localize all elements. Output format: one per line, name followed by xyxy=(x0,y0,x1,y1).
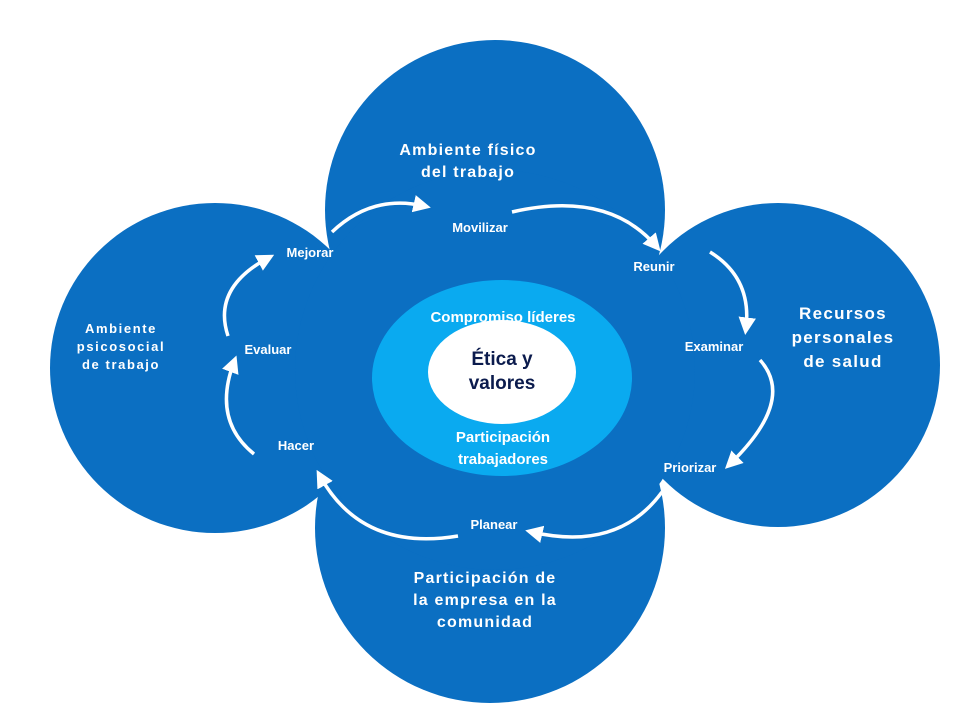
arrow-reunir-to-examinar xyxy=(709,250,756,335)
right-circle xyxy=(616,203,940,527)
region-bottom-label: Participación de la empresa en la comuni… xyxy=(370,568,600,634)
arrow-evaluar-to-mejorar xyxy=(222,254,275,337)
ring-bottom-line-2: trabajadores xyxy=(457,451,549,468)
ring-bottom-label: Participación trabajadores xyxy=(403,427,603,471)
region-bottom-line-3: comunidad xyxy=(436,614,534,631)
step-evaluar: Evaluar xyxy=(244,342,292,357)
arrow-movilizar-to-reunir xyxy=(511,204,661,252)
region-left-line-2: psicosocial xyxy=(76,339,166,354)
arrow-mejorar-to-movilizar xyxy=(330,195,431,234)
arrow-priorizar-to-planear xyxy=(525,490,664,543)
region-top-label: Ambiente físico del trabajo xyxy=(368,140,568,184)
step-reunir: Reunir xyxy=(633,259,675,274)
cycle-arrows xyxy=(222,195,775,543)
core-ellipse xyxy=(428,320,576,424)
region-left-line-3: de trabajo xyxy=(81,357,161,372)
region-right-line-3: de salud xyxy=(803,352,883,371)
step-examinar: Examinar xyxy=(684,339,744,354)
arrow-hacer-to-evaluar xyxy=(222,355,256,456)
core-line-1: Ética y xyxy=(471,349,533,370)
step-priorizar: Priorizar xyxy=(663,460,717,475)
step-movilizar: Movilizar xyxy=(452,220,508,235)
region-right-line-1: Recursos xyxy=(799,304,887,323)
step-mejorar: Mejorar xyxy=(286,245,334,260)
core-line-2: valores xyxy=(468,373,536,394)
ring-bottom-line-1: Participación xyxy=(455,429,551,446)
arrow-planear-to-hacer xyxy=(316,469,459,541)
region-bottom-line-2: la empresa en la xyxy=(413,592,557,609)
core-label: Ética y valores xyxy=(443,348,561,396)
step-planear: Planear xyxy=(470,517,518,532)
region-left-line-1: Ambiente xyxy=(84,321,158,336)
left-circle xyxy=(50,203,380,533)
region-left-label: Ambiente psicosocial de trabajo xyxy=(56,320,186,374)
arrow-examinar-to-priorizar xyxy=(724,358,775,469)
region-right-line-2: personales xyxy=(791,328,895,347)
ring-top-label: Compromiso líderes xyxy=(430,309,576,326)
region-top-line-2: del trabajo xyxy=(420,164,516,181)
step-hacer: Hacer xyxy=(277,438,315,453)
region-top-line-1: Ambiente físico xyxy=(399,142,537,159)
region-bottom-line-1: Participación de xyxy=(413,570,557,587)
region-right-label: Recursos personales de salud xyxy=(768,302,918,374)
